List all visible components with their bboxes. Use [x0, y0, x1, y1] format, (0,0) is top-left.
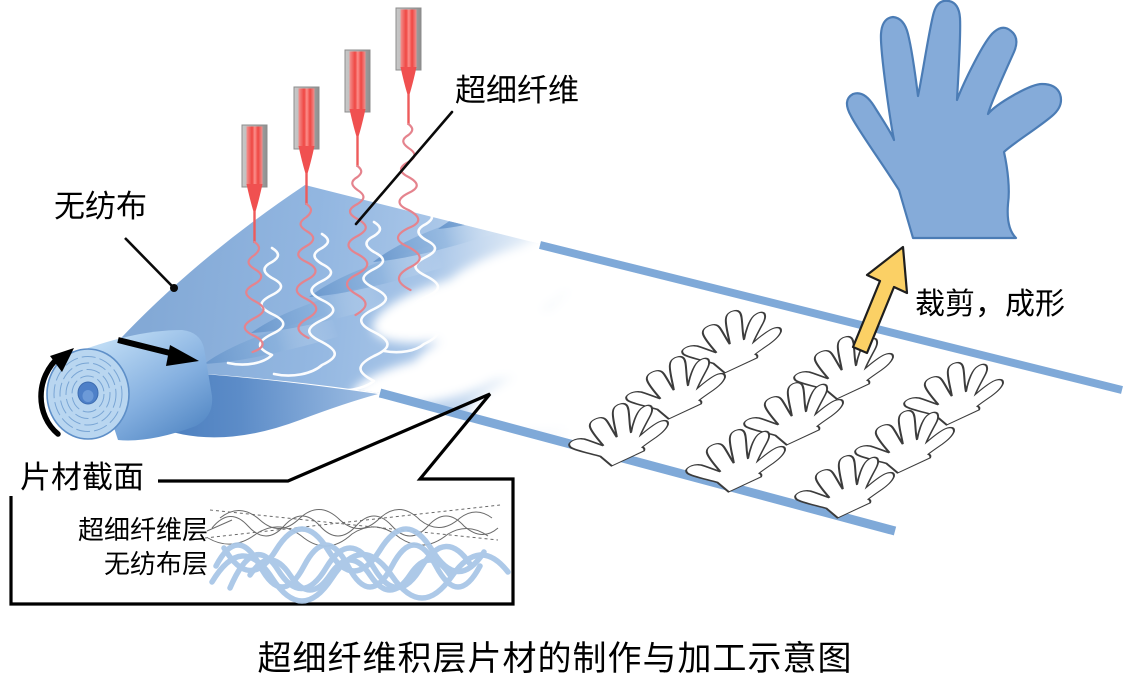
roll-core-highlight	[82, 390, 94, 402]
red-fiber-stream	[295, 202, 318, 340]
spinneret-row	[241, 7, 422, 354]
feed-direction-arrow-icon	[117, 337, 199, 366]
cross-section-microfiber-strokes	[204, 504, 501, 547]
cut-form-arrow-icon	[851, 245, 909, 355]
label-sheet-cross-section: 片材截面	[20, 460, 144, 496]
sheet-far-edge-stripe	[539, 241, 1123, 394]
spinneret-nozzle-icon	[395, 7, 422, 292]
leader-nonwoven	[124, 237, 173, 287]
spinneret-nozzle-icon	[293, 86, 320, 340]
label-nonwoven-fabric: 无纺布	[54, 189, 147, 225]
spinneret-nozzle-icon	[241, 124, 268, 354]
red-fiber-stream	[345, 164, 369, 317]
spinneret-nozzle-icon	[344, 49, 371, 317]
label-microfiber: 超细纤维	[455, 73, 579, 109]
leader-nonwoven-dot	[170, 284, 178, 292]
cross-section-callout-box	[9, 392, 515, 606]
white-fiber-trails	[226, 208, 440, 392]
rotation-arrow-icon	[38, 348, 74, 437]
roll-spiral-rings	[53, 356, 123, 432]
red-fiber-stream	[243, 240, 265, 354]
sheet-near-edge-stripe	[378, 388, 897, 536]
red-fiber-stream	[396, 122, 421, 292]
leader-microfiber	[354, 110, 454, 226]
label-cutting-forming: 裁剪，成形	[915, 287, 1065, 322]
cross-section-nonwoven-strokes	[209, 526, 511, 604]
label-nonwoven-layer: 无纺布层	[103, 550, 208, 580]
label-microfiber-layer: 超细纤维层	[77, 516, 208, 546]
figure-caption: 超细纤维积层片材的制作与加工示意图	[257, 639, 853, 679]
finished-glove	[845, 0, 1063, 240]
leader-lines	[124, 110, 454, 292]
